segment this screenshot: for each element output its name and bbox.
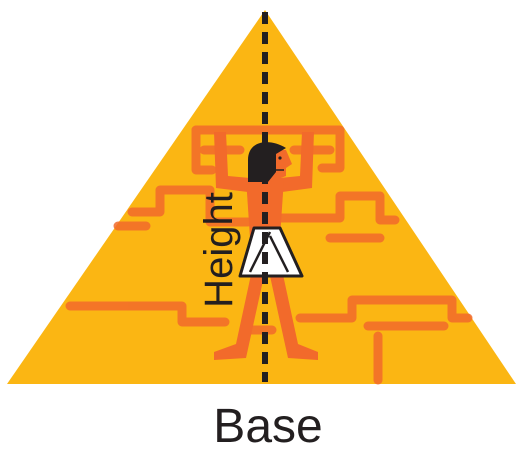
height-label: Height <box>197 192 241 308</box>
base-label: Base <box>213 400 322 451</box>
